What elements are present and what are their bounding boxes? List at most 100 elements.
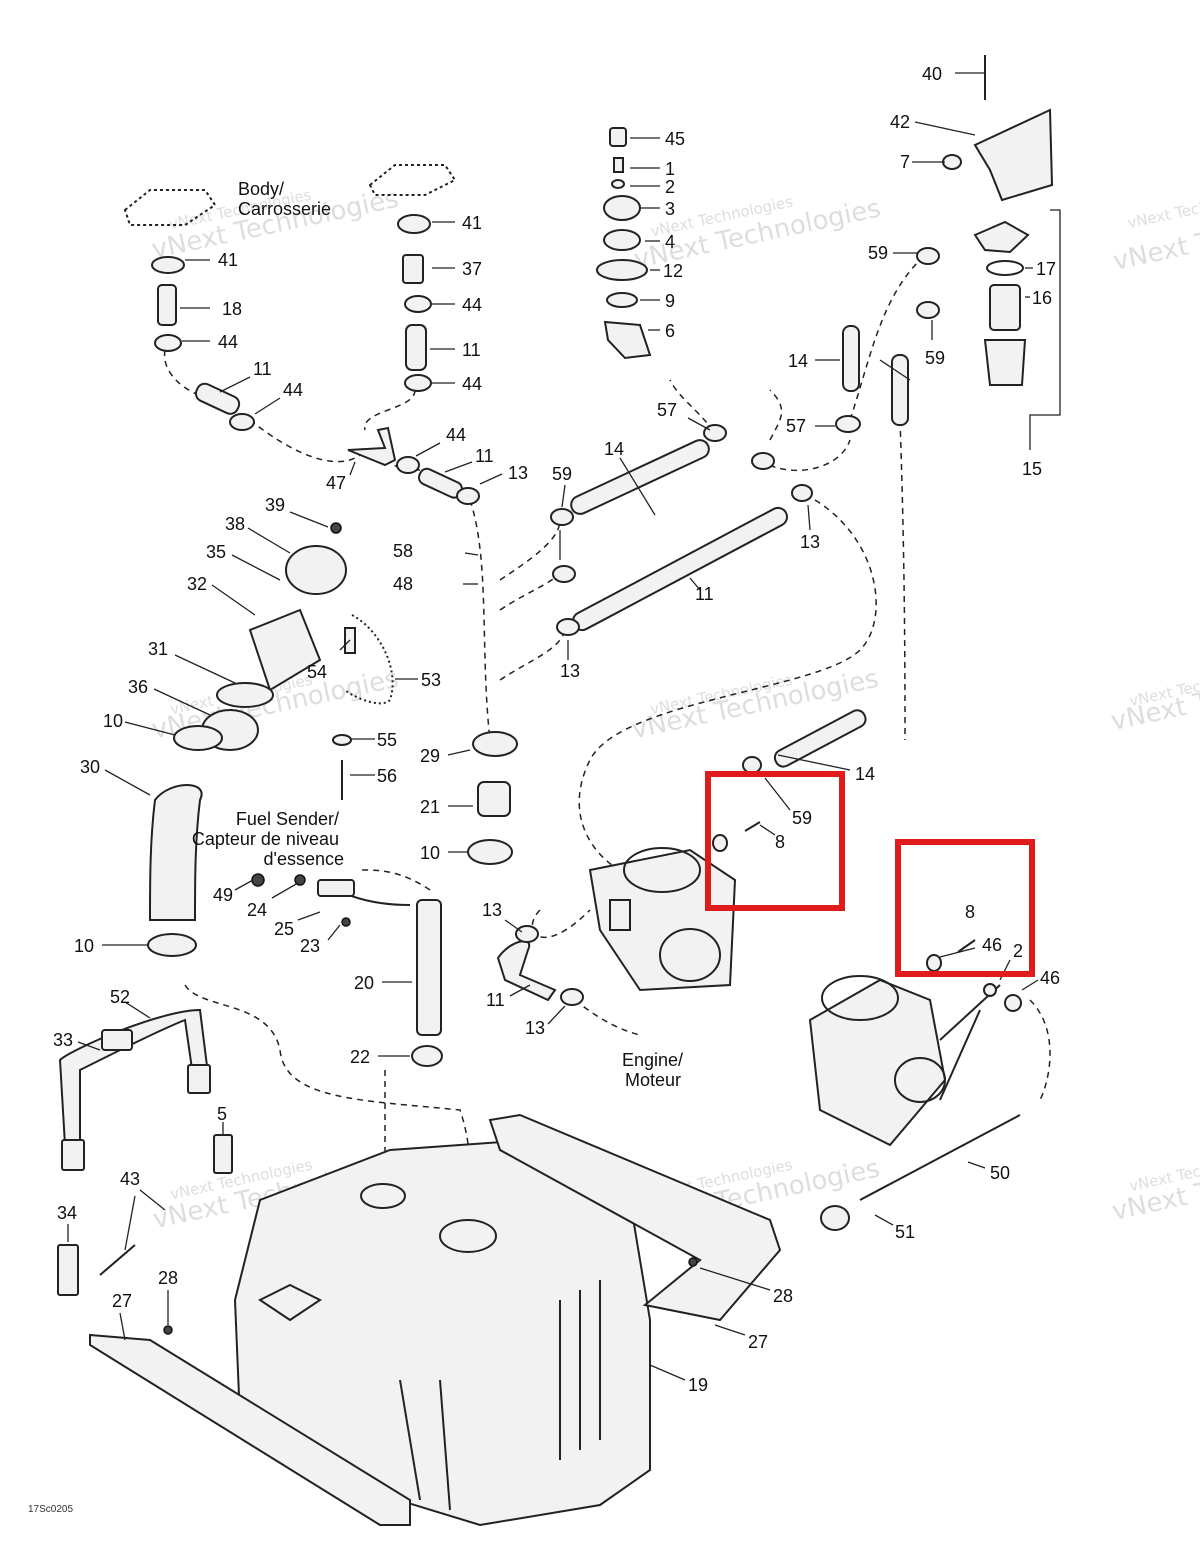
highlight-box-1 xyxy=(705,771,845,911)
hose-vent xyxy=(842,325,860,392)
callout: 23 xyxy=(300,936,320,956)
callout: 36 xyxy=(128,677,148,697)
callout: 11 xyxy=(253,359,272,379)
clamp xyxy=(916,247,940,265)
callout: 46 xyxy=(982,935,1002,955)
seal xyxy=(411,1045,443,1067)
retainer xyxy=(57,1244,79,1296)
callout: 28 xyxy=(773,1286,793,1306)
callout: 13 xyxy=(525,1018,545,1038)
callout: 32 xyxy=(187,574,207,594)
hose-routing xyxy=(164,259,1051,1191)
filter-bowl xyxy=(983,339,1027,386)
fitting xyxy=(397,214,431,234)
screw xyxy=(613,157,624,173)
callout: 13 xyxy=(800,532,820,552)
callout: 14 xyxy=(604,439,624,459)
callout: 10 xyxy=(74,936,94,956)
connector xyxy=(317,879,355,897)
gasket xyxy=(216,682,274,708)
rivet xyxy=(99,1244,136,1276)
callout: 7 xyxy=(900,152,910,172)
washer xyxy=(1004,994,1022,1012)
callout: 15 xyxy=(1022,459,1042,479)
callout: 59 xyxy=(792,808,812,828)
callout: 29 xyxy=(420,746,440,766)
callout: 14 xyxy=(855,764,875,784)
callout: 50 xyxy=(990,1163,1010,1183)
clamp xyxy=(472,731,518,757)
terminal xyxy=(341,917,351,927)
tee-fitting xyxy=(347,426,397,467)
terminal xyxy=(251,873,265,887)
clamp xyxy=(751,452,775,470)
clamp xyxy=(556,618,580,636)
nut xyxy=(942,154,962,170)
hose-vent xyxy=(891,354,909,426)
watermark: vNext Technologies xyxy=(1126,184,1200,232)
strap-end xyxy=(187,1064,211,1094)
filter-head xyxy=(973,220,1030,254)
clamp xyxy=(835,415,861,433)
callout: 57 xyxy=(786,416,806,436)
pin xyxy=(744,821,761,832)
check-valve xyxy=(402,254,424,284)
callout: 43 xyxy=(120,1169,140,1189)
fuel-sender-label: Fuel Sender/ Capteur de niveau d'essence xyxy=(192,809,344,869)
clamp xyxy=(703,424,727,442)
callout: 59 xyxy=(925,348,945,368)
fuel-tank xyxy=(233,1138,651,1527)
callout: 44 xyxy=(462,295,482,315)
callout: 13 xyxy=(482,900,502,920)
nut xyxy=(603,229,641,251)
callout: 5 xyxy=(217,1104,227,1124)
filter-element xyxy=(989,284,1021,331)
parts xyxy=(57,55,1054,1527)
screw xyxy=(688,1257,698,1267)
buckle xyxy=(101,1029,133,1051)
callout: 6 xyxy=(665,321,675,341)
clamp xyxy=(456,487,480,505)
callout: 13 xyxy=(508,463,528,483)
callout: 22 xyxy=(350,1047,370,1067)
callout: 20 xyxy=(354,973,374,993)
callout: 44 xyxy=(283,380,303,400)
callout: 57 xyxy=(657,400,677,420)
hose-long xyxy=(570,439,710,515)
callout: 38 xyxy=(225,514,245,534)
callout: 44 xyxy=(446,425,466,445)
callout: 58 xyxy=(393,541,413,561)
callout: 3 xyxy=(665,199,675,219)
retainer xyxy=(213,1134,233,1174)
callout: 1 xyxy=(665,159,675,179)
cap xyxy=(285,545,347,595)
clamp xyxy=(404,374,432,392)
callout: 51 xyxy=(895,1222,915,1242)
o-ring xyxy=(986,260,1024,276)
carburetor-2 xyxy=(808,975,1001,1147)
clamp xyxy=(147,933,197,957)
callout: 28 xyxy=(158,1268,178,1288)
clamp xyxy=(550,508,574,526)
plate xyxy=(596,259,648,281)
clamp xyxy=(154,334,182,352)
callout: 41 xyxy=(218,250,238,270)
washer xyxy=(332,734,352,746)
callout: 59 xyxy=(868,243,888,263)
callout-numbers: 40 42 7 59 17 16 59 14 15 45 1 2 3 4 12 … xyxy=(53,64,1060,1395)
callout: 44 xyxy=(462,374,482,394)
filler-hose xyxy=(148,784,203,921)
callout: 8 xyxy=(965,902,975,922)
callout: 48 xyxy=(393,574,413,594)
callout: 42 xyxy=(890,112,910,132)
body-plate-left xyxy=(123,189,217,226)
callout: 59 xyxy=(552,464,572,484)
leader-lines xyxy=(67,72,1061,1381)
valve xyxy=(157,284,177,326)
clamp xyxy=(560,988,584,1006)
callout: 56 xyxy=(377,766,397,786)
callout: 8 xyxy=(775,832,785,852)
hose-short xyxy=(194,382,241,415)
hose-long xyxy=(571,506,789,632)
knob xyxy=(603,195,641,221)
